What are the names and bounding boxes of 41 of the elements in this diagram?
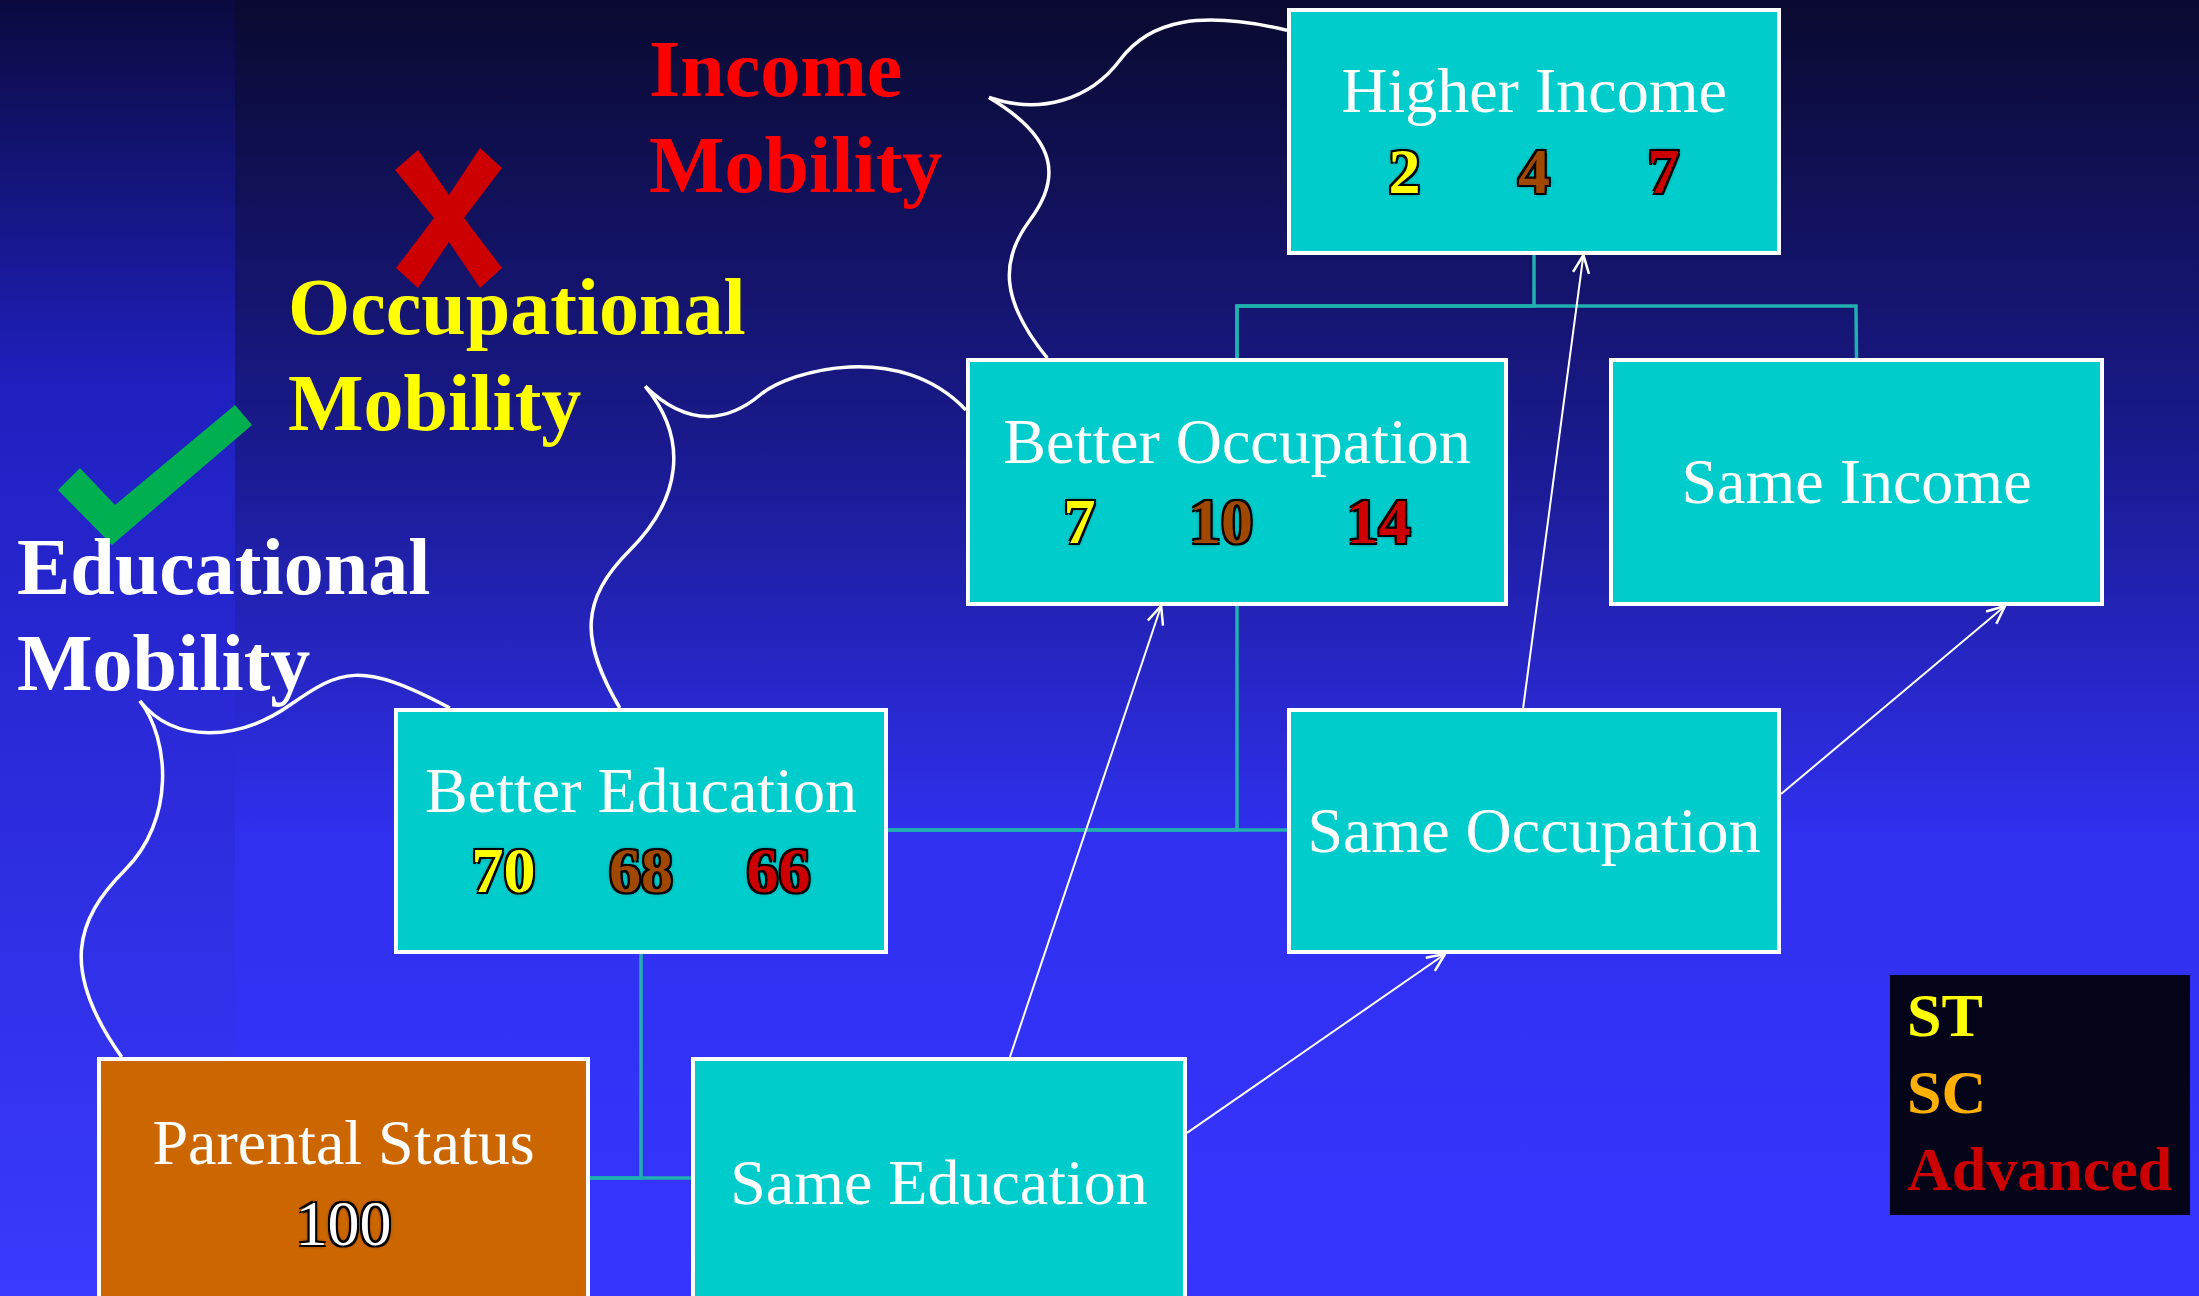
- heading-text: Educational Mobility: [17, 519, 456, 711]
- curly-leader-line: [644, 365, 968, 419]
- box-title: Same Education: [730, 1148, 1148, 1219]
- connector-line: [1235, 304, 1859, 358]
- connector-line: [888, 828, 1287, 832]
- value-label: 66: [746, 836, 811, 907]
- heading-text: Income Mobility: [649, 21, 989, 213]
- process-box: [966, 358, 1508, 606]
- value-label: 14: [1346, 487, 1411, 558]
- heading-text: Occupational Mobility: [288, 259, 774, 451]
- value-label: 100: [295, 1188, 392, 1259]
- process-box: [1287, 8, 1781, 255]
- value-label: 2: [1388, 136, 1421, 207]
- connector-line: [590, 1176, 691, 1180]
- box-title: Higher Income: [1341, 56, 1727, 127]
- legend-item: ST: [1907, 980, 1983, 1051]
- arrow: [1522, 253, 1591, 709]
- process-box: [394, 708, 888, 954]
- value-label: 68: [609, 836, 673, 907]
- box-title: Same Occupation: [1307, 795, 1761, 867]
- process-box: [1609, 358, 2104, 606]
- process-box: [691, 1057, 1187, 1296]
- value-label: 7: [1063, 487, 1096, 558]
- value-label: 10: [1189, 487, 1253, 558]
- process-box: [1287, 708, 1781, 954]
- box-title: Parental Status: [152, 1108, 535, 1179]
- curly-leader-line: [988, 95, 1051, 360]
- legend-item: Advanced: [1907, 1134, 2173, 1205]
- arrow: [1008, 604, 1165, 1058]
- box-title: Better Occupation: [1003, 406, 1471, 477]
- box-title: Same Income: [1681, 446, 2032, 518]
- value-label: 70: [471, 836, 536, 907]
- arrow: [1780, 604, 2007, 796]
- curly-leader-line: [988, 18, 1288, 107]
- arrow: [1186, 952, 1447, 1134]
- legend-item: SC: [1907, 1057, 1987, 1128]
- process-box: [97, 1057, 590, 1296]
- value-label: 7: [1647, 136, 1680, 207]
- box-title: Better Education: [425, 755, 857, 826]
- curly-leader-line: [138, 673, 451, 735]
- value-label: 4: [1518, 136, 1550, 207]
